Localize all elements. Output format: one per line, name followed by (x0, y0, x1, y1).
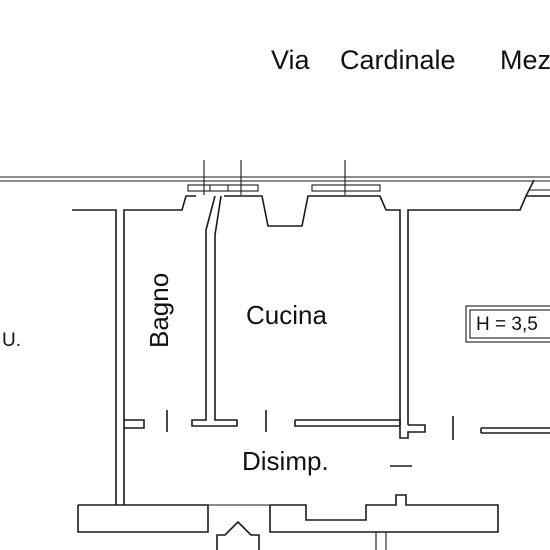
room-label-disimp: Disimp. (242, 446, 329, 476)
window-frames (187, 184, 550, 192)
room-label-bagno: Bagno (144, 273, 174, 348)
room-label-cucina: Cucina (246, 300, 327, 330)
walls (72, 179, 550, 550)
street-word-via: Via (271, 45, 311, 75)
height-tag: H = 3,5 (465, 305, 550, 343)
street-word-mez: Mez (500, 45, 550, 75)
window-ticks (203, 160, 346, 195)
height-tag-text: H = 3,5 (476, 314, 538, 335)
street-word-cardinale: Cardinale (340, 45, 456, 75)
left-room-fragment: U. (2, 330, 21, 351)
